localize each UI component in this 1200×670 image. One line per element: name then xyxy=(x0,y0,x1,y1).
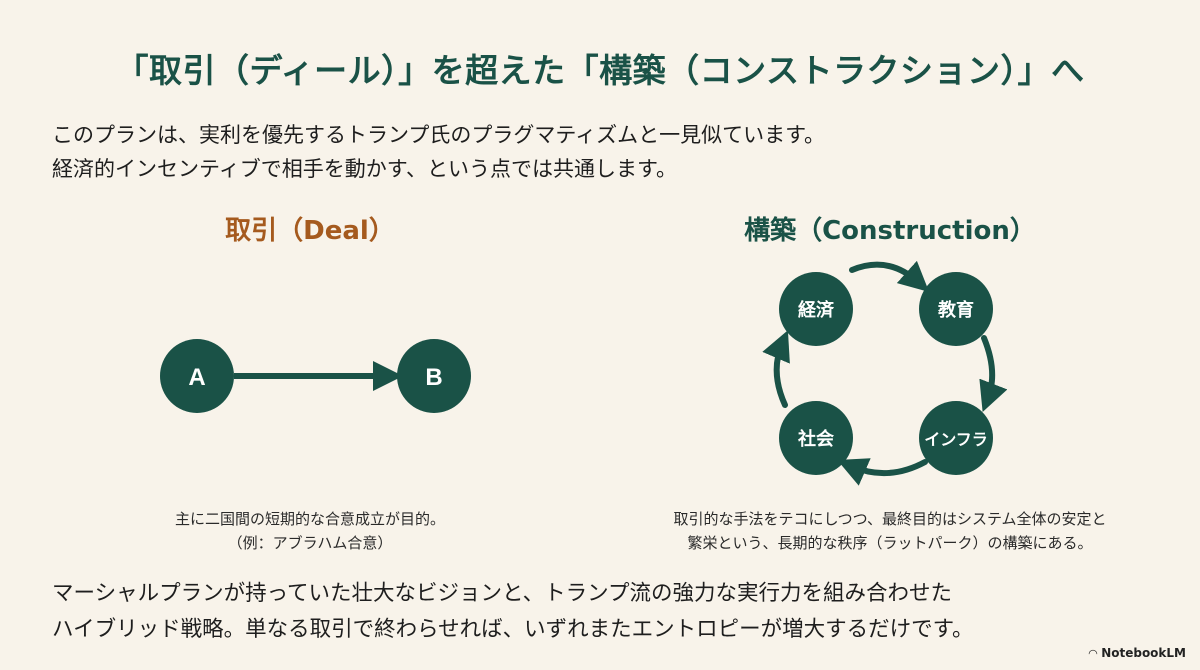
notebooklm-logo-icon: ◠ xyxy=(1088,646,1098,660)
cycle-arrow-economy-education xyxy=(849,260,930,293)
intro-line-1: このプランは、実利を優先するトランプ氏のプラグマティズムと一見似ています。 xyxy=(52,123,826,147)
cycle-node-society-label: 社会 xyxy=(798,428,834,450)
cycle-arrow-infra-society xyxy=(837,458,928,486)
construction-caption-line-1: 取引的な手法をテコにしつつ、最終目的はシステム全体の安定と xyxy=(673,510,1107,528)
deal-heading: 取引（Deal） xyxy=(225,216,395,246)
construction-heading: 構築（Construction） xyxy=(744,216,1036,246)
conclusion-text: マーシャルプランが持っていた壮大なビジョンと、トランプ流の強力な実行力を組み合わ… xyxy=(52,576,974,648)
deal-node-b-label: B xyxy=(425,364,442,391)
construction-cycle: 経済 教育 インフラ 社会 xyxy=(762,260,1008,486)
deal-node-a-label: A xyxy=(188,364,205,391)
cycle-node-economy-label: 経済 xyxy=(798,299,835,321)
conclusion-line-1: マーシャルプランが持っていた壮大なビジョンと、トランプ流の強力な実行力を組み合わ… xyxy=(52,581,952,606)
intro-line-2: 経済的インセンティブで相手を動かす、という点では共通します。 xyxy=(52,157,677,181)
deal-caption-line-2: （例：アブラハム合意） xyxy=(227,534,393,552)
deal-node-a xyxy=(160,339,234,413)
cycle-node-education-label: 教育 xyxy=(938,299,974,321)
deal-node-b xyxy=(397,339,471,413)
cycle-node-infrastructure xyxy=(919,401,993,475)
cycle-node-economy xyxy=(779,272,853,346)
cycle-node-society xyxy=(779,401,853,475)
deal-caption-line-1: 主に二国間の短期的な合意成立が目的。 xyxy=(174,510,445,528)
cycle-node-infrastructure-label: インフラ xyxy=(924,430,988,449)
brand-watermark: ◠ NotebookLM xyxy=(1089,646,1186,660)
construction-caption: 取引的な手法をテコにしつつ、最終目的はシステム全体の安定と 繁栄という、長期的な… xyxy=(590,507,1190,555)
construction-caption-line-2: 繁栄という、長期的な秩序（ラットパーク）の構築にある。 xyxy=(687,534,1093,552)
deal-caption: 主に二国間の短期的な合意成立が目的。 （例：アブラハム合意） xyxy=(120,507,500,555)
cycle-arrow-society-economy xyxy=(762,330,790,408)
cycle-arrow-education-infra xyxy=(979,335,1008,413)
cycle-node-education xyxy=(919,272,993,346)
intro-text: このプランは、実利を優先するトランプ氏のプラグマティズムと一見似ています。 経済… xyxy=(52,118,825,186)
deal-diagram: A B xyxy=(160,339,471,413)
slide-title: 「取引（ディール）」を超えた「構築（コンストラクション）」へ xyxy=(115,51,1085,90)
brand-label: NotebookLM xyxy=(1101,646,1186,660)
conclusion-line-2: ハイブリッド戦略。単なる取引で終わらせれば、いずれまたエントロピーが増大するだけ… xyxy=(52,617,974,642)
